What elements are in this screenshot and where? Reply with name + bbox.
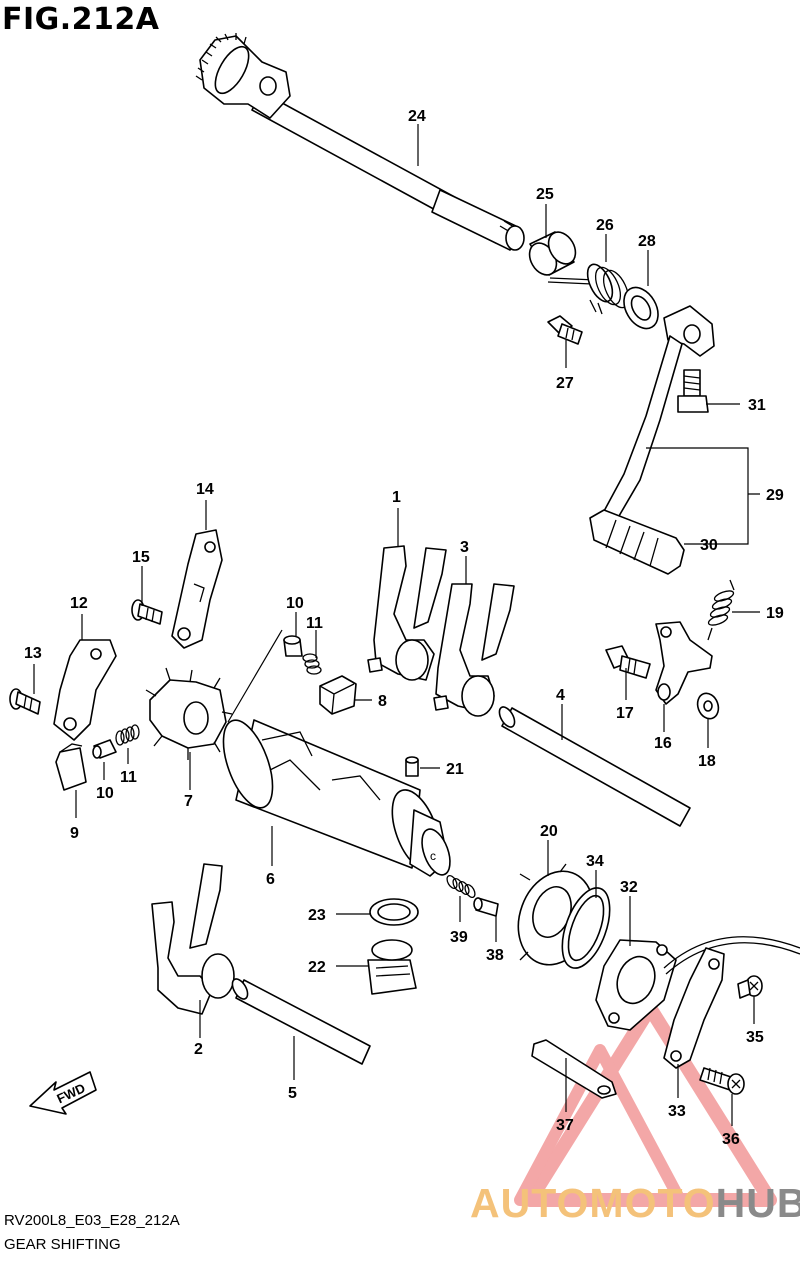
callout-8: 8	[378, 693, 387, 710]
callout-37: 37	[556, 1117, 574, 1134]
fork-shaft-4	[498, 706, 691, 827]
screw-36	[699, 1067, 745, 1095]
switch-cover	[663, 947, 725, 1069]
stopper-8	[319, 675, 357, 715]
plug	[367, 939, 417, 995]
callout-32: 32	[620, 879, 638, 896]
gearshift-fork-1	[367, 545, 447, 681]
washer	[623, 286, 659, 330]
cam-guide-plate	[53, 639, 117, 741]
callout-2: 2	[194, 1041, 203, 1058]
bolt	[547, 315, 583, 345]
callout-14: 14	[196, 481, 214, 498]
callout-23: 23	[308, 907, 326, 924]
stopper-block	[55, 743, 87, 791]
callout-29: 29	[766, 487, 784, 504]
callout-17: 17	[616, 705, 634, 722]
callout-3: 3	[460, 539, 469, 556]
callout-33: 33	[668, 1103, 686, 1120]
callout-10-right: 10	[286, 595, 304, 612]
callout-22: 22	[308, 959, 326, 976]
pin-10-left	[92, 739, 117, 759]
fwd-arrow-icon: FWD	[29, 1071, 97, 1115]
callout-13: 13	[24, 645, 42, 662]
stopper-plate	[171, 529, 223, 649]
callout-18: 18	[698, 753, 716, 770]
watermark-brand: HUB	[715, 1180, 800, 1226]
spring-11-left	[115, 724, 140, 746]
gearshift-fork-2	[151, 863, 235, 1015]
callout-28: 28	[638, 233, 656, 250]
pin-21	[405, 756, 419, 777]
collar	[528, 231, 577, 276]
callout-19: 19	[766, 605, 784, 622]
watermark-logo: AUTOMOTOHUB	[470, 1180, 800, 1227]
washer-18	[696, 692, 720, 720]
callout-10-left: 10	[96, 785, 114, 802]
callout-31: 31	[748, 397, 766, 414]
callout-11-left: 11	[120, 769, 137, 786]
cam-stopper-lever	[655, 621, 713, 705]
callout-21: 21	[446, 761, 464, 778]
callout-38: 38	[486, 947, 504, 964]
callout-20: 20	[540, 823, 558, 840]
screw-15	[131, 599, 163, 625]
callout-1: 1	[392, 489, 401, 506]
gearshift-cam: c	[222, 719, 451, 877]
callout-35: 35	[746, 1029, 764, 1046]
figure-caption: GEAR SHIFTING	[4, 1236, 121, 1253]
lever-bolt	[677, 369, 709, 413]
callout-30: 30	[700, 537, 718, 554]
clamp	[531, 1039, 617, 1099]
callout-24: 24	[408, 108, 426, 125]
gear-position-switch	[595, 936, 800, 1031]
return-spring	[547, 263, 630, 315]
lever-bolt-17	[605, 645, 651, 679]
callout-7: 7	[184, 793, 193, 810]
fork-shaft-5	[231, 978, 371, 1065]
watermark-accent: AUTOMOTO	[470, 1180, 716, 1226]
screw-35	[737, 975, 763, 999]
callout-34: 34	[586, 853, 604, 870]
callout-39: 39	[450, 929, 468, 946]
o-ring	[369, 898, 419, 926]
pin-10-right	[283, 635, 303, 657]
spring-11-right	[302, 653, 322, 675]
svg-text:c: c	[430, 849, 436, 863]
callout-6: 6	[266, 871, 275, 888]
figure-title: FIG.212A	[2, 2, 160, 37]
switch-o-ring	[561, 887, 611, 969]
pin-38	[473, 897, 499, 917]
gearshift-lever	[589, 305, 715, 575]
gearshift-fork-3	[433, 583, 515, 717]
cam-driven-gear	[145, 667, 233, 760]
callout-5: 5	[288, 1085, 297, 1102]
callout-15: 15	[132, 549, 150, 566]
callout-36: 36	[722, 1131, 740, 1148]
spring-39	[446, 874, 476, 899]
gearshift-shaft	[195, 33, 525, 251]
callout-9: 9	[70, 825, 79, 842]
callout-12: 12	[70, 595, 88, 612]
callout-11-right: 11	[306, 615, 323, 632]
callout-25: 25	[536, 186, 554, 203]
callout-16: 16	[654, 735, 672, 752]
callout-27: 27	[556, 375, 574, 392]
callout-4: 4	[556, 687, 565, 704]
leader-lines	[33, 124, 760, 1126]
watermark-triangle	[514, 1001, 777, 1207]
callout-26: 26	[596, 217, 614, 234]
figure-code: RV200L8_E03_E28_212A	[4, 1212, 180, 1229]
callouts: 24 25 26 28 27 31 29 30 14 15 12 13 10 1…	[24, 108, 784, 1148]
spring-19	[707, 579, 735, 641]
screw-13	[9, 688, 41, 715]
